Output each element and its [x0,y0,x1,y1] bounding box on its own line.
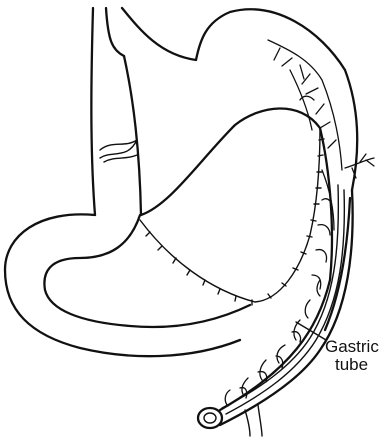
gastric-tube [198,128,353,436]
gastroepiploic-vessels [268,40,374,289]
esophagus [91,8,141,215]
label-line-2: tube [325,356,379,374]
label-line-1: Gastric [325,338,379,356]
gastric-tube-label: Gastric tube [325,338,379,374]
tube-opening [198,408,222,428]
